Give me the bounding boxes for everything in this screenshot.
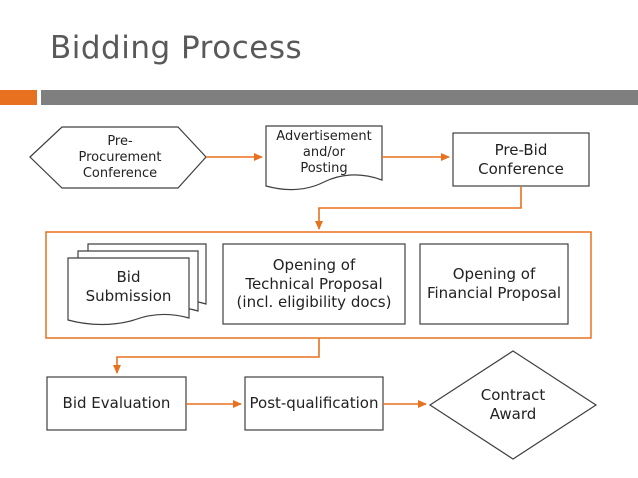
arrow-prebid-to-group bbox=[315, 186, 522, 230]
node-advertisement-posting: Advertisement and/or Posting bbox=[276, 128, 372, 177]
advertisement-shape bbox=[265, 125, 383, 191]
page-title: Bidding Process bbox=[50, 30, 303, 66]
node-bid-submission: Bid Submission bbox=[85, 268, 172, 305]
node-bid-evaluation: Bid Evaluation bbox=[62, 394, 171, 413]
pre-bid-shape bbox=[452, 132, 590, 187]
post-qualification-shape bbox=[244, 376, 384, 431]
technical-proposal-shape bbox=[222, 243, 406, 325]
bid-submission-shape bbox=[67, 243, 207, 326]
node-contract-award: Contract Award bbox=[480, 386, 546, 423]
node-opening-technical-proposal: Opening of Technical Proposal (incl. eli… bbox=[236, 255, 392, 312]
node-post-qualification: Post-qualification bbox=[249, 394, 379, 413]
node-pre-procurement-conference: Pre- Procurement Conference bbox=[78, 133, 162, 182]
node-pre-bid-conference: Pre-Bid Conference bbox=[478, 140, 564, 178]
financial-proposal-shape bbox=[419, 243, 569, 325]
node-opening-financial-proposal: Opening of Financial Proposal bbox=[426, 265, 562, 302]
title-accent-bar bbox=[0, 90, 37, 105]
bid-evaluation-shape bbox=[46, 376, 187, 431]
title-divider-bar bbox=[41, 90, 638, 105]
arrow-group-to-evaluation bbox=[113, 338, 320, 374]
contract-award-shape bbox=[428, 350, 598, 460]
